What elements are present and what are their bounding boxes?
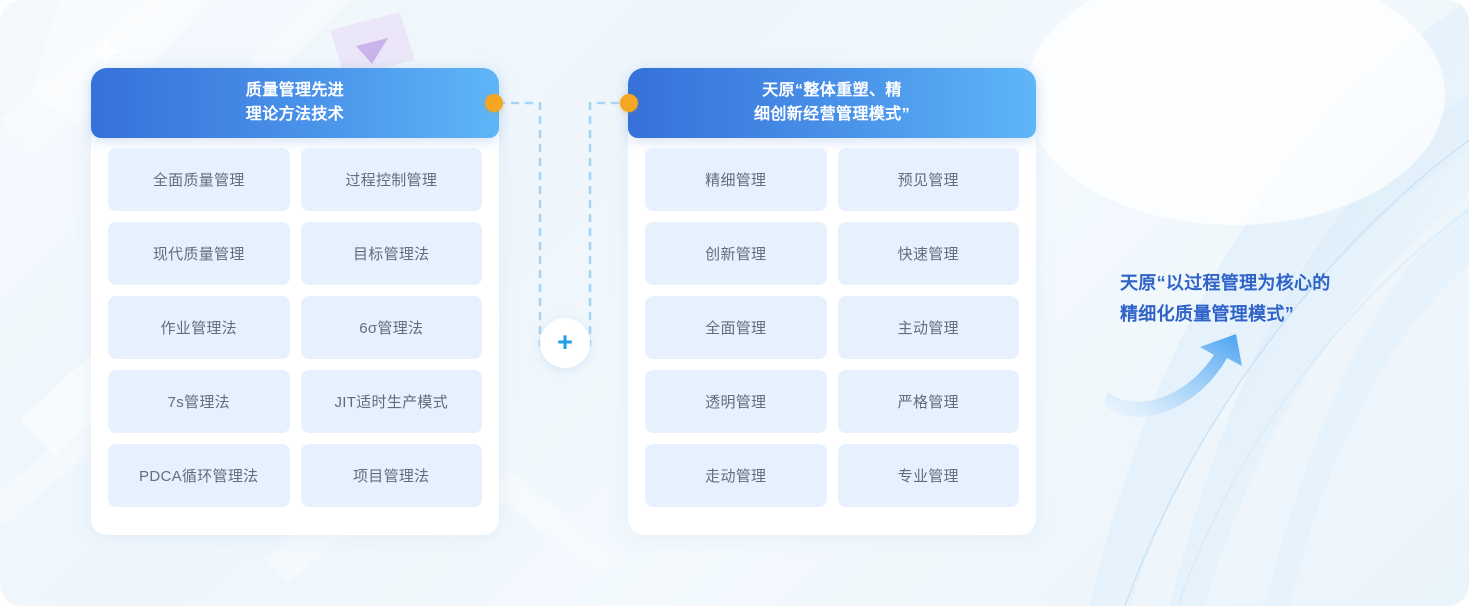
left-panel: 质量管理先进 理论方法技术 全面质量管理 过程控制管理 现代质量管理 目标管理法… xyxy=(91,68,499,535)
list-item[interactable]: 严格管理 xyxy=(837,370,1019,433)
dashed-connector-icon xyxy=(496,101,634,347)
result-caption: 天原“以过程管理为核心的 精细化质量管理模式” xyxy=(1120,273,1331,324)
list-item[interactable]: 走动管理 xyxy=(645,444,827,507)
right-panel: 天原“整体重塑、精 细创新经营管理模式” 精细管理 预见管理 创新管理 快速管理… xyxy=(628,68,1036,535)
plus-icon: + xyxy=(557,326,573,357)
list-item[interactable]: 作业管理法 xyxy=(108,296,290,359)
left-panel-title: 质量管理先进 理论方法技术 xyxy=(245,82,345,123)
right-panel-title: 天原“整体重塑、精 细创新经营管理模式” xyxy=(753,82,910,123)
list-item[interactable]: 项目管理法 xyxy=(300,444,482,507)
list-item[interactable]: 透明管理 xyxy=(645,370,827,433)
right-panel-grid: 精细管理 预见管理 创新管理 快速管理 全面管理 主动管理 透明管理 严格管理 … xyxy=(645,148,1019,507)
curved-arrow-up-right-icon xyxy=(1104,334,1242,417)
list-item[interactable]: 创新管理 xyxy=(645,222,827,285)
list-item[interactable]: 专业管理 xyxy=(837,444,1019,507)
list-item[interactable]: 7s管理法 xyxy=(108,370,290,433)
list-item[interactable]: 现代质量管理 xyxy=(108,222,290,285)
result-arrow xyxy=(1096,330,1276,426)
right-panel-header: 天原“整体重塑、精 细创新经营管理模式” xyxy=(628,68,1036,138)
list-item[interactable]: PDCA循环管理法 xyxy=(108,444,290,507)
list-item[interactable]: 精细管理 xyxy=(645,148,827,211)
list-item[interactable]: 全面质量管理 xyxy=(108,148,290,211)
list-item[interactable]: 快速管理 xyxy=(837,222,1019,285)
list-item[interactable]: 目标管理法 xyxy=(300,222,482,285)
list-item[interactable]: 过程控制管理 xyxy=(300,148,482,211)
right-connector-dot xyxy=(620,94,638,112)
list-item[interactable]: 6σ管理法 xyxy=(300,296,482,359)
left-panel-grid: 全面质量管理 过程控制管理 现代质量管理 目标管理法 作业管理法 6σ管理法 7… xyxy=(108,148,482,507)
plus-operator-badge: + xyxy=(540,318,590,368)
left-connector-dot xyxy=(485,94,503,112)
list-item[interactable]: 主动管理 xyxy=(837,296,1019,359)
connector-lines xyxy=(490,80,640,370)
list-item[interactable]: JIT适时生产模式 xyxy=(300,370,482,433)
list-item[interactable]: 全面管理 xyxy=(645,296,827,359)
left-panel-header: 质量管理先进 理论方法技术 xyxy=(91,68,499,138)
list-item[interactable]: 预见管理 xyxy=(837,148,1019,211)
